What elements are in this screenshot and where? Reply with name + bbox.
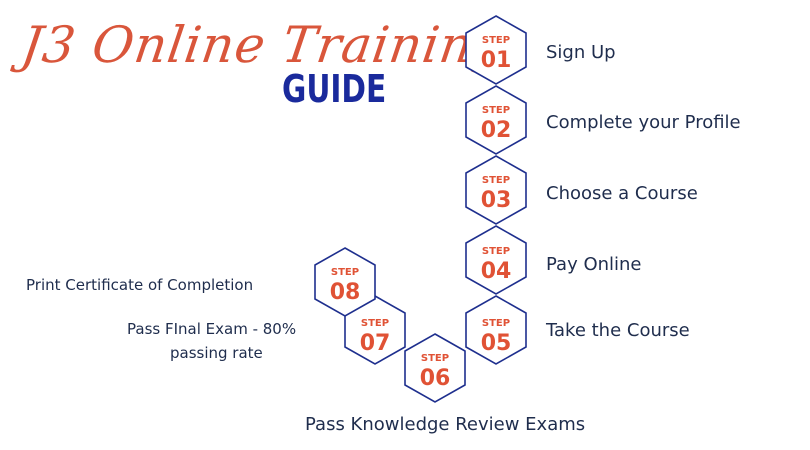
step-03-label: Choose a Course	[546, 183, 698, 204]
step-06-number: 06	[420, 366, 451, 391]
step-07-number: 07	[360, 331, 391, 356]
step-06-label: Pass Knowledge Review Exams	[305, 414, 586, 435]
step-05-hexagon: STEP 05	[465, 295, 527, 365]
step-08-number: 08	[330, 280, 361, 305]
step-08-hexagon: STEP 08	[314, 247, 376, 317]
step-07-label-line1: Pass FInal Exam - 80%	[127, 320, 297, 338]
step-05-label: Take the Course	[546, 320, 690, 341]
step-04-hexagon: STEP 04	[465, 225, 527, 295]
step-08-label: Print Certificate of Completion	[26, 276, 254, 294]
step-07-label-line2: passing rate	[170, 344, 263, 362]
step-05-word: STEP	[482, 318, 510, 329]
step-01-word: STEP	[482, 35, 510, 46]
step-08-word: STEP	[331, 267, 359, 278]
title-guide: GUIDE	[282, 67, 387, 111]
step-03-number: 03	[481, 188, 512, 213]
step-04-label: Pay Online	[546, 254, 642, 275]
step-02-hexagon: STEP 02	[465, 85, 527, 155]
step-06-hexagon: STEP 06	[404, 333, 466, 403]
step-04-number: 04	[481, 259, 512, 284]
step-02-number: 02	[481, 118, 512, 143]
step-04-word: STEP	[482, 246, 510, 257]
step-05-number: 05	[481, 331, 512, 356]
step-03-hexagon: STEP 03	[465, 155, 527, 225]
step-02-word: STEP	[482, 105, 510, 116]
step-06-word: STEP	[421, 353, 449, 364]
step-07-word: STEP	[361, 318, 389, 329]
step-01-number: 01	[481, 48, 512, 73]
step-03-word: STEP	[482, 175, 510, 186]
step-01-label: Sign Up	[546, 42, 616, 63]
step-01-hexagon: STEP 01	[465, 15, 527, 85]
step-02-label: Complete your Profile	[546, 112, 741, 133]
